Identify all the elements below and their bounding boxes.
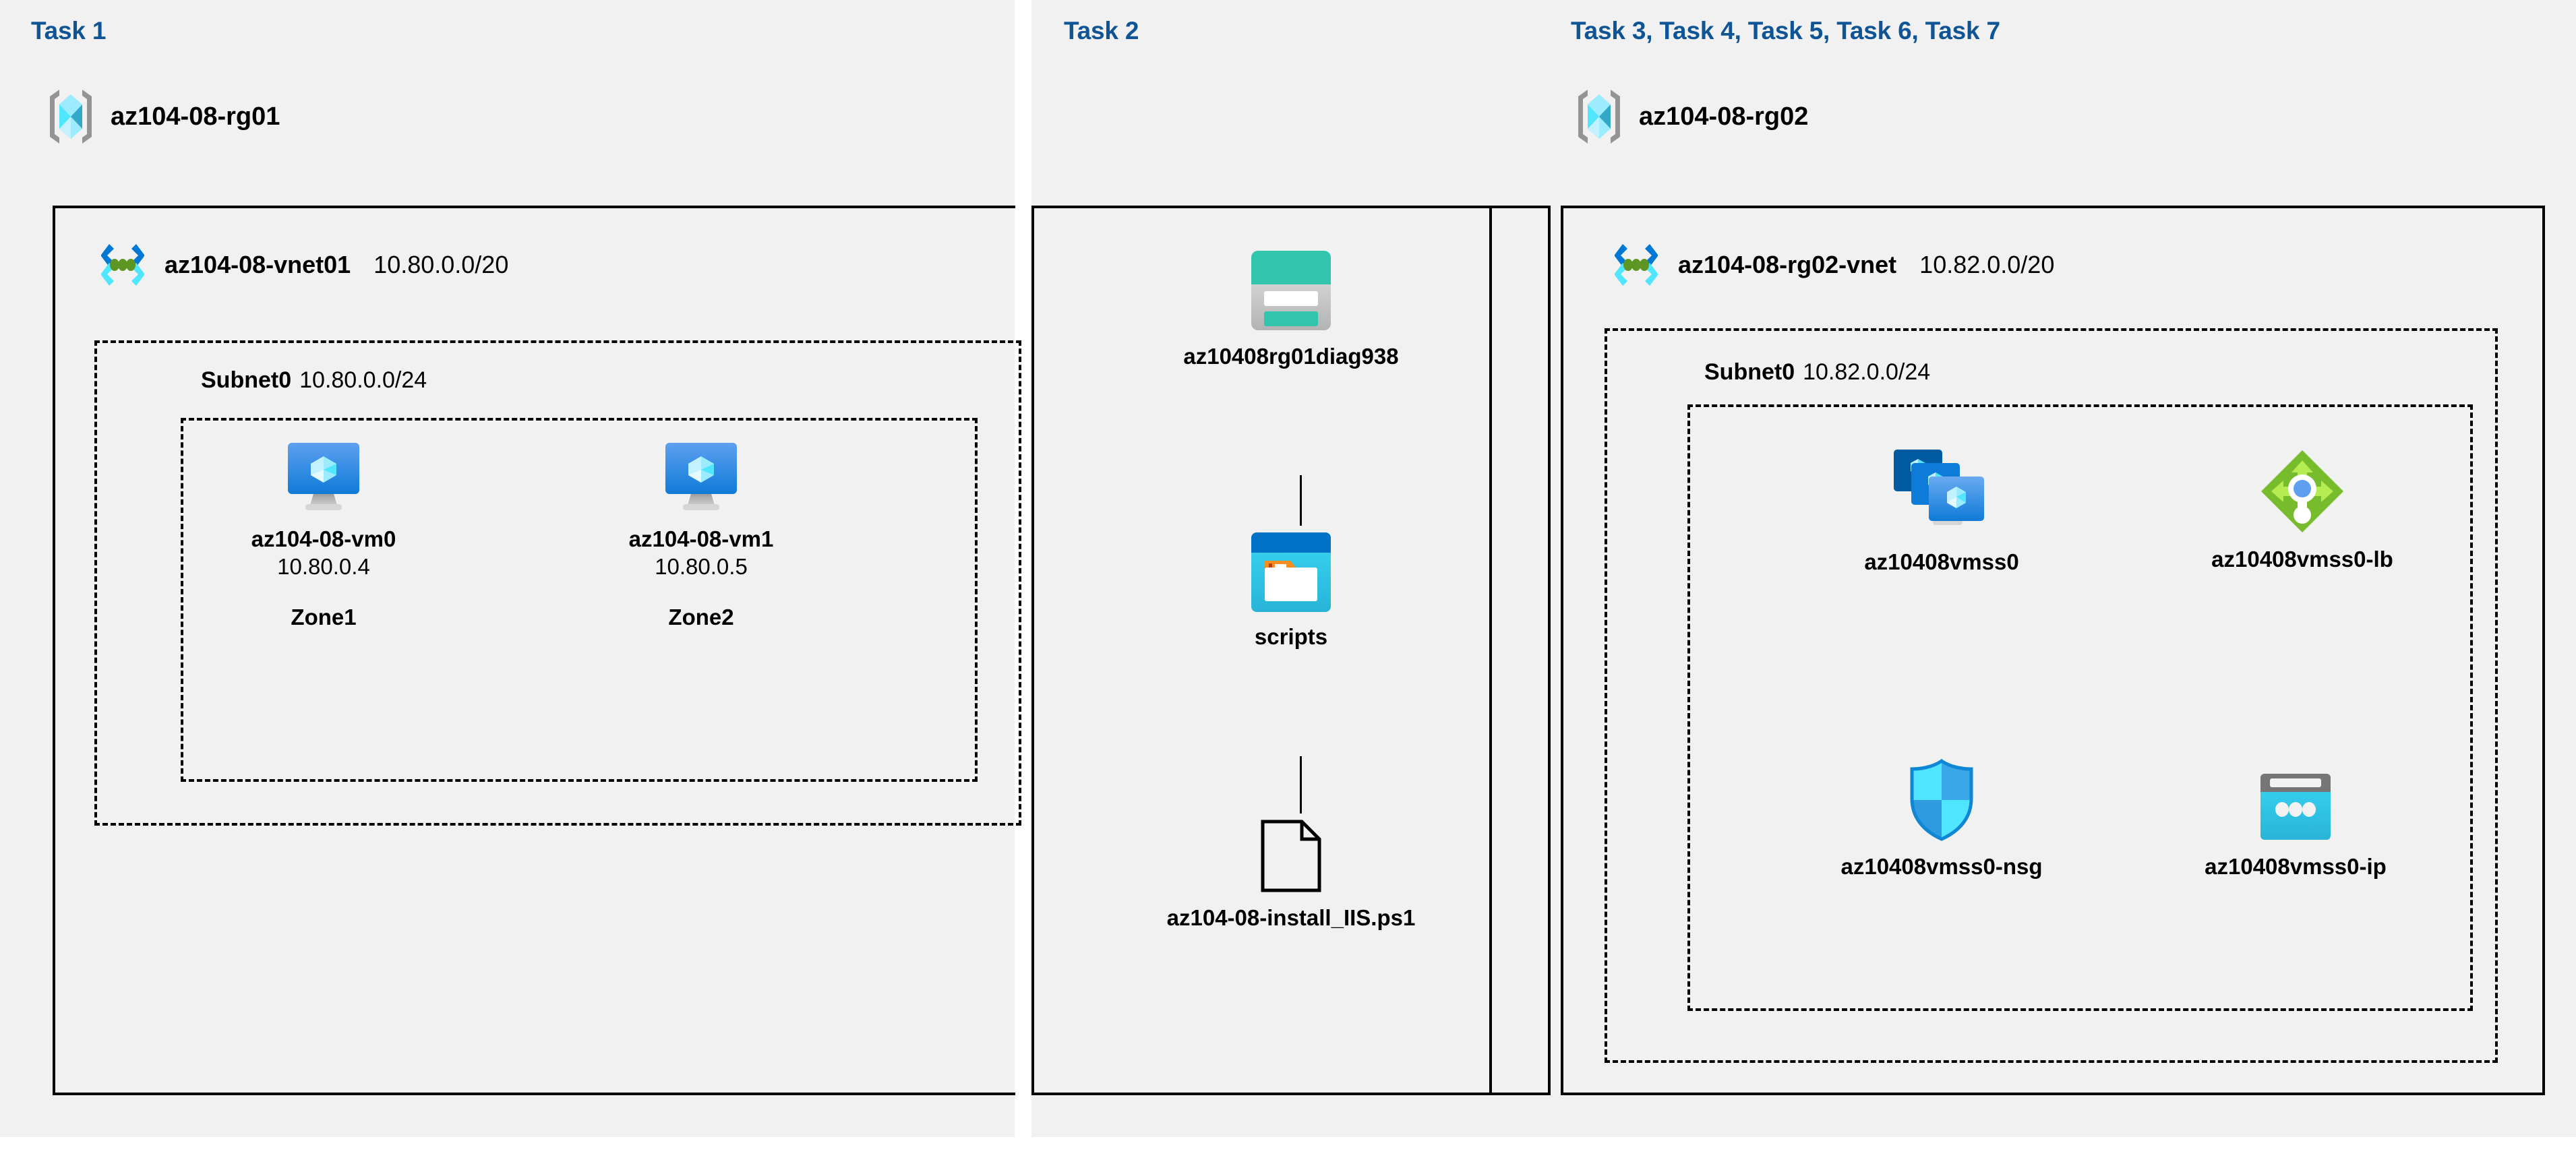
task-2-label: Task 2 — [1064, 17, 1139, 44]
task-1-label: Task 1 — [31, 17, 107, 44]
subnet0-vnet02-cidr: 10.82.0.0/24 — [1803, 359, 1931, 385]
subnet0-vnet02-outer-boundary — [1605, 328, 2498, 1063]
panel-gap-divider — [1015, 0, 1031, 1137]
blob-container-scripts[interactable]: scripts — [1139, 532, 1443, 650]
resource-group-rg01-header: az104-08-rg01 — [46, 88, 280, 146]
subnet0-vnet01-cidr: 10.80.0.0/24 — [299, 367, 427, 393]
subnet0-vnet01-name: Subnet0 — [201, 367, 292, 393]
subnet0-vnet02-name: Subnet0 — [1704, 359, 1795, 385]
container-to-file-connector — [1300, 756, 1302, 814]
blob-container-icon — [1251, 532, 1331, 612]
vnet02-cidr: 10.82.0.0/20 — [1919, 251, 2055, 278]
vnet01-name: az104-08-vnet01 — [164, 251, 351, 278]
resource-group-icon — [1574, 88, 1624, 146]
vmss-name: az10408vmss0 — [1864, 549, 2019, 574]
vm0-name: az104-08-vm0 — [251, 526, 396, 551]
vnet01-header: az104-08-vnet01 10.80.0.0/20 — [94, 243, 508, 287]
vm0-zone: Zone1 — [291, 605, 357, 630]
vnet01-cidr: 10.80.0.0/20 — [373, 251, 509, 278]
load-balancer-name: az10408vmss0-lb — [2211, 547, 2393, 572]
subnet0-vnet02-inner-boundary — [1687, 404, 2473, 1011]
resource-group-rg02-name: az104-08-rg02 — [1639, 102, 1809, 131]
load-balancer-az10408vmss0-lb[interactable]: az10408vmss0-lb — [2151, 448, 2454, 573]
vm1-name: az104-08-vm1 — [628, 526, 774, 551]
vm-az104-08-vm1[interactable]: az104-08-vm1 10.80.0.5 Zone2 — [600, 441, 802, 630]
resource-group-rg01-name: az104-08-rg01 — [111, 102, 280, 131]
storage-account-az10408rg01diag938[interactable]: az10408rg01diag938 — [1139, 249, 1443, 370]
public-ip-az10408vmss0-ip[interactable]: az10408vmss0-ip — [2147, 772, 2444, 880]
task-3-to-7-panel — [1538, 0, 2576, 1137]
subnet0-vnet01-inner-boundary — [181, 418, 978, 782]
storage-account-name: az10408rg01diag938 — [1183, 344, 1399, 369]
resource-group-rg02-header: az104-08-rg02 — [1574, 88, 1808, 146]
vm-scale-set-icon — [1892, 448, 1991, 537]
virtual-machine-icon — [664, 441, 738, 514]
file-document-icon — [1260, 819, 1322, 893]
vnet02-boundary-box — [1561, 206, 2545, 1095]
vnet02-header: az104-08-rg02-vnet 10.82.0.0/20 — [1608, 243, 2054, 287]
storage-to-container-connector — [1300, 475, 1302, 526]
public-ip-address-icon — [2258, 772, 2333, 842]
load-balancer-icon — [2259, 448, 2345, 534]
virtual-network-icon — [1608, 243, 1665, 287]
public-ip-name: az10408vmss0-ip — [2205, 854, 2387, 879]
vm1-ip: 10.80.0.5 — [655, 554, 748, 580]
vm-az104-08-vm0[interactable]: az104-08-vm0 10.80.0.4 Zone1 — [222, 441, 425, 630]
vnet02-name: az104-08-rg02-vnet — [1678, 251, 1897, 278]
task-1-panel — [0, 0, 1015, 1137]
blob-container-name: scripts — [1254, 624, 1328, 649]
vnet01-boundary-box — [53, 206, 1492, 1095]
script-file-name: az104-08-install_IIS.ps1 — [1166, 905, 1416, 930]
network-security-group-icon — [1907, 758, 1977, 842]
resource-group-icon — [46, 88, 96, 146]
nsg-az10408vmss0-nsg[interactable]: az10408vmss0-nsg — [1790, 758, 2093, 880]
subnet0-vnet02-title: Subnet0 10.82.0.0/24 — [1704, 359, 1930, 386]
virtual-machine-icon — [287, 441, 361, 514]
vm1-zone: Zone2 — [668, 605, 734, 630]
task-2-boundary-box — [1031, 206, 1551, 1095]
subnet0-vnet01-title: Subnet0 10.80.0.0/24 — [201, 367, 427, 394]
file-az104-08-install-iis-ps1[interactable]: az104-08-install_IIS.ps1 — [1099, 819, 1483, 931]
nsg-name: az10408vmss0-nsg — [1840, 854, 2043, 879]
virtual-network-icon — [94, 243, 151, 287]
vm0-ip: 10.80.0.4 — [277, 554, 370, 580]
storage-account-icon — [1250, 249, 1332, 332]
task-3-to-7-label: Task 3, Task 4, Task 5, Task 6, Task 7 — [1571, 17, 2000, 44]
vm-scale-set-az10408vmss0[interactable]: az10408vmss0 — [1793, 448, 2090, 576]
subnet0-vnet01-outer-boundary — [94, 340, 1021, 826]
